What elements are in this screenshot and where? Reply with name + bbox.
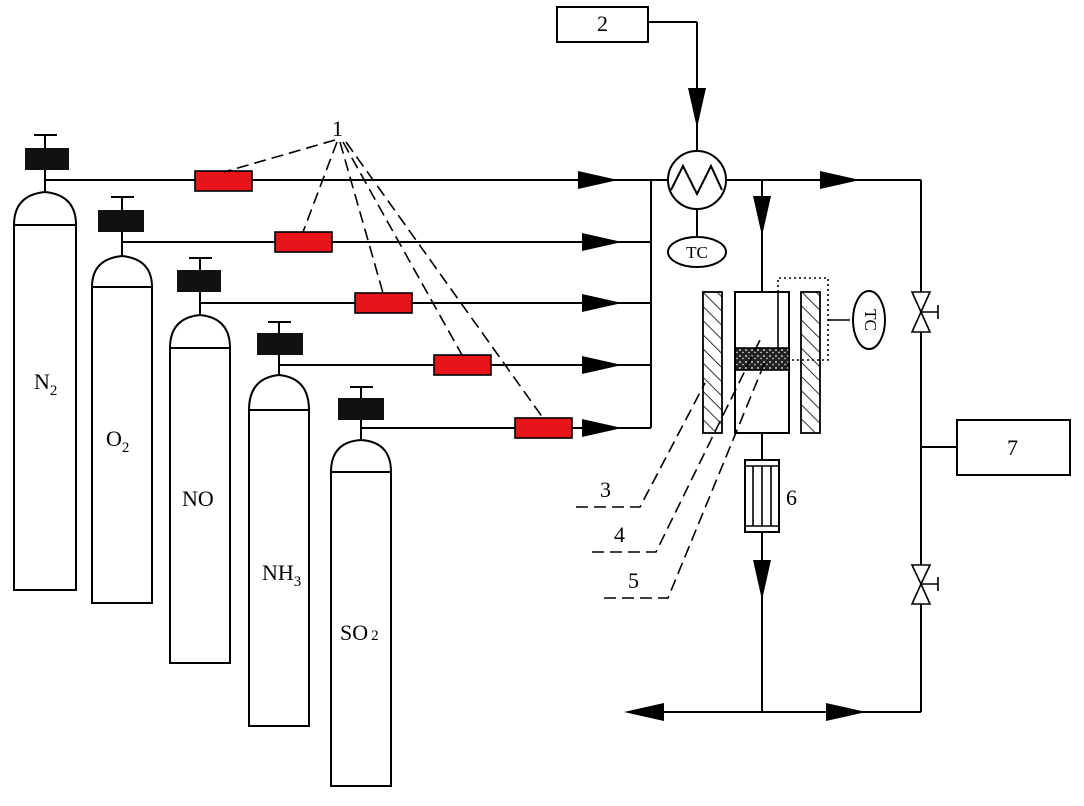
cylinder-n2 bbox=[13, 134, 77, 591]
tc-reactor bbox=[852, 290, 886, 350]
gas-label-nh3: NH3 bbox=[262, 560, 301, 590]
label-6: 6 bbox=[786, 485, 797, 510]
cylinder-no bbox=[169, 257, 231, 664]
regulator-nh3 bbox=[257, 333, 303, 355]
cylinder-nh3 bbox=[248, 321, 310, 727]
mfc-no bbox=[354, 292, 413, 314]
gas-label-n2: N2 bbox=[34, 369, 57, 399]
gas-label-o2: O2 bbox=[106, 426, 129, 456]
catalyst-bed bbox=[734, 347, 790, 371]
label-1: 1 bbox=[332, 116, 343, 141]
label-7: 7 bbox=[1007, 435, 1018, 460]
furnace-right bbox=[800, 291, 821, 434]
label-5: 5 bbox=[628, 568, 639, 593]
mfc-n2 bbox=[194, 170, 253, 192]
furnace-left bbox=[702, 291, 723, 434]
label-3: 3 bbox=[600, 477, 611, 502]
filter-6 bbox=[744, 459, 780, 533]
regulator-o2 bbox=[98, 210, 144, 232]
box-2 bbox=[556, 6, 649, 43]
gas-lines bbox=[45, 171, 668, 437]
tc-heater-label: TC bbox=[686, 243, 708, 262]
leader-lines-1 bbox=[223, 139, 544, 419]
reactor bbox=[702, 291, 821, 434]
analyzer-7 bbox=[956, 419, 1071, 476]
valve-lower bbox=[910, 564, 939, 605]
regulator-so2 bbox=[338, 398, 384, 420]
regulator-n2 bbox=[25, 148, 69, 170]
mfc-so2 bbox=[514, 417, 573, 439]
label-4: 4 bbox=[614, 522, 625, 547]
valve-upper bbox=[910, 291, 939, 333]
tc-heater bbox=[667, 236, 727, 268]
mfc-nh3 bbox=[433, 354, 492, 376]
cylinder-o2 bbox=[91, 196, 153, 604]
label-2: 2 bbox=[597, 11, 608, 36]
cylinder-so2 bbox=[330, 386, 392, 787]
mfc-o2 bbox=[274, 231, 333, 253]
leader-lines-3-4-5 bbox=[576, 339, 766, 599]
mass-flow-controllers bbox=[194, 170, 573, 439]
gas-label-no: NO bbox=[182, 486, 214, 511]
tc-reactor-label: TC bbox=[861, 309, 880, 331]
regulator-no bbox=[177, 270, 221, 292]
